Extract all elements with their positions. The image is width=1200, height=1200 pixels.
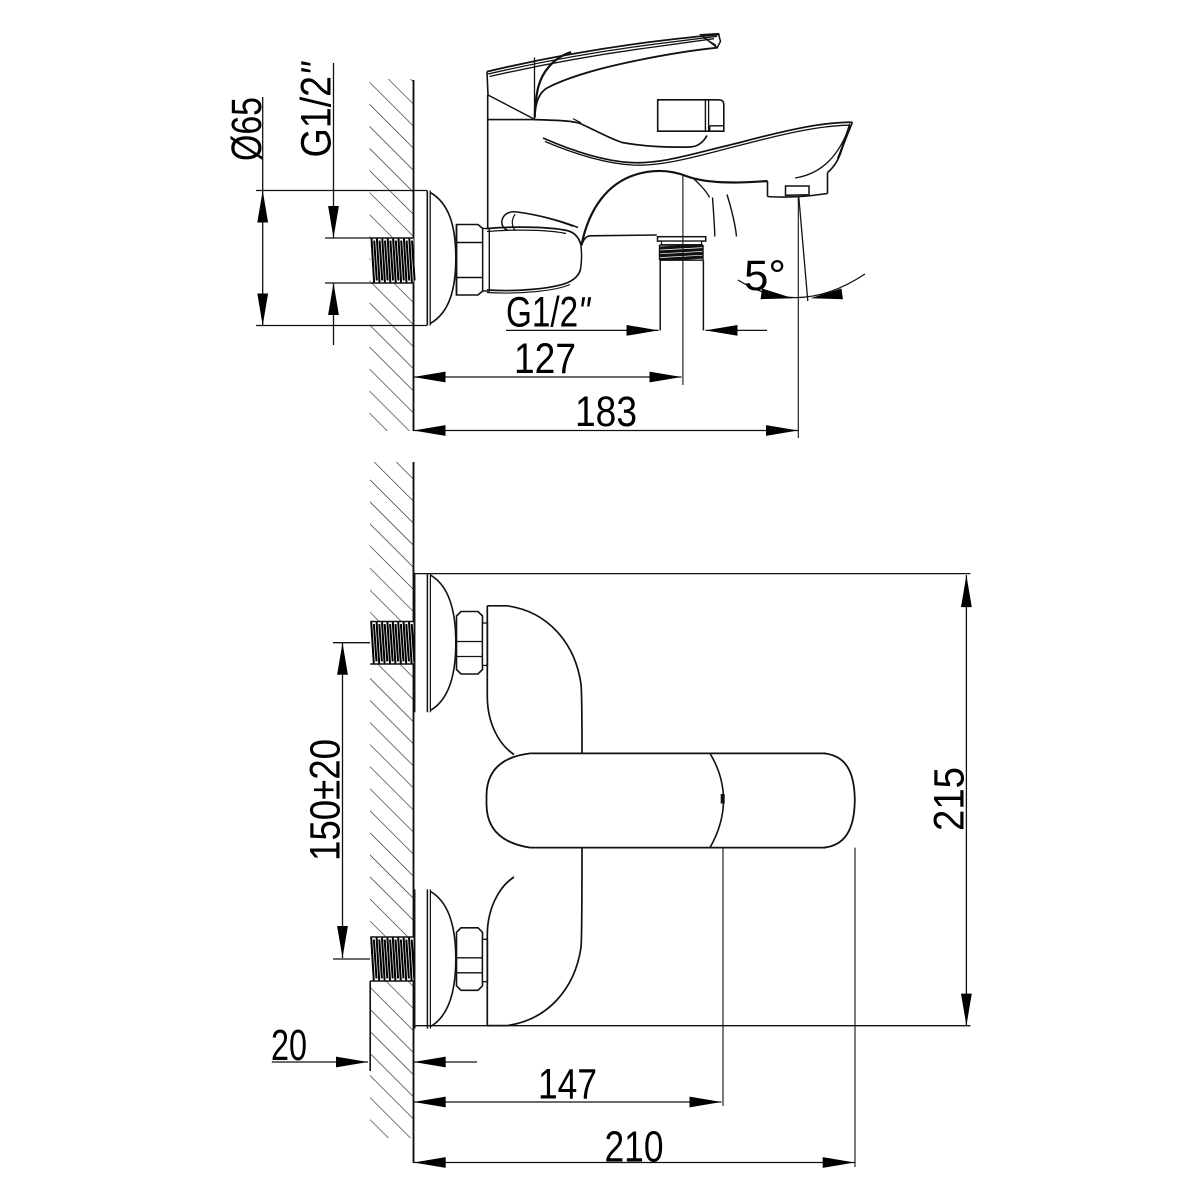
svg-text:215: 215 <box>926 767 974 831</box>
svg-text:Ø65: Ø65 <box>223 97 271 161</box>
svg-text:G1/2": G1/2" <box>293 61 341 158</box>
svg-text:20: 20 <box>271 1021 307 1070</box>
svg-text:G1/2": G1/2" <box>506 289 591 337</box>
svg-text:127: 127 <box>514 335 576 383</box>
svg-text:147: 147 <box>538 1061 597 1109</box>
svg-text:210: 210 <box>605 1123 664 1172</box>
svg-text:183: 183 <box>575 388 637 436</box>
svg-text:5°: 5° <box>744 252 786 300</box>
svg-text:150±20: 150±20 <box>302 739 350 861</box>
